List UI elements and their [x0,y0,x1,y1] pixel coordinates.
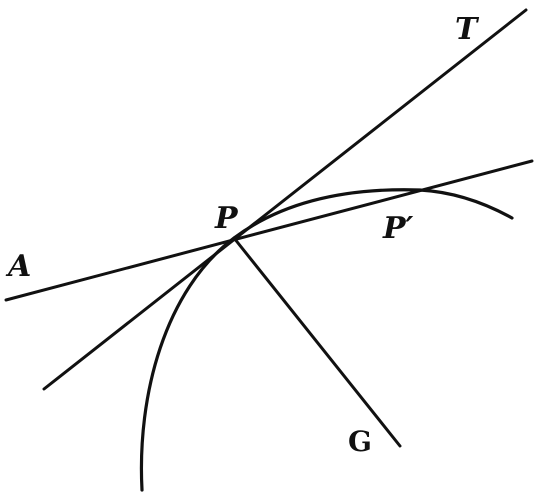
secant-line [4,159,534,302]
curve [139,188,514,492]
normal-line [232,236,402,448]
label-p-prime: P′ [382,211,414,246]
label-g: G [348,425,372,458]
label-t: T [455,12,480,47]
label-a: A [5,249,31,284]
label-p: P [214,201,239,236]
tangent-line [42,8,528,391]
